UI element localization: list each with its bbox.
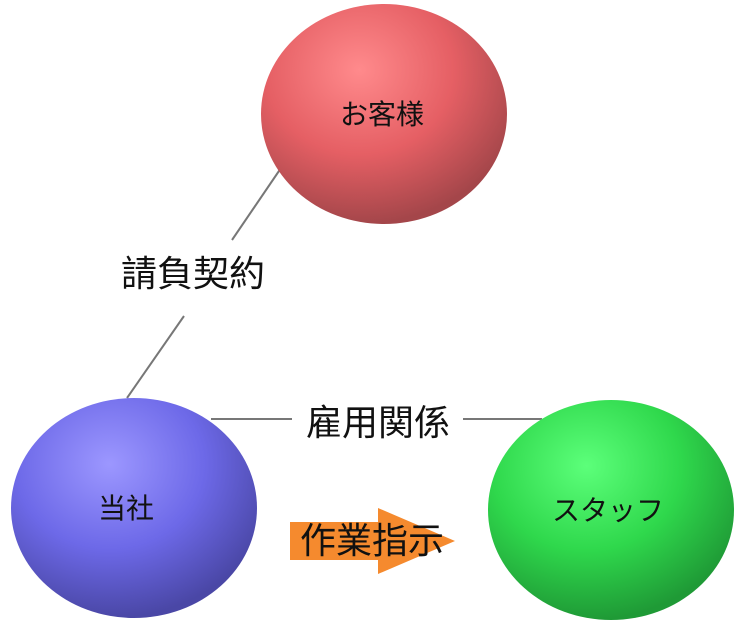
employment-label: 雇用関係 — [306, 403, 450, 444]
customer-label: お客様 — [340, 98, 424, 131]
contract-label: 請負契約 — [121, 254, 265, 295]
instruction-arrow — [290, 508, 455, 574]
staff-node: スタッフ — [488, 400, 734, 620]
staff-label: スタッフ — [552, 494, 664, 527]
company-label: 当社 — [98, 492, 154, 525]
contract-line-lower — [126, 315, 185, 399]
company-node: 当社 — [11, 398, 257, 618]
customer-node: お客様 — [261, 4, 507, 224]
contract-line-upper — [231, 167, 282, 241]
instruction-label: 作業指示 — [300, 521, 444, 562]
